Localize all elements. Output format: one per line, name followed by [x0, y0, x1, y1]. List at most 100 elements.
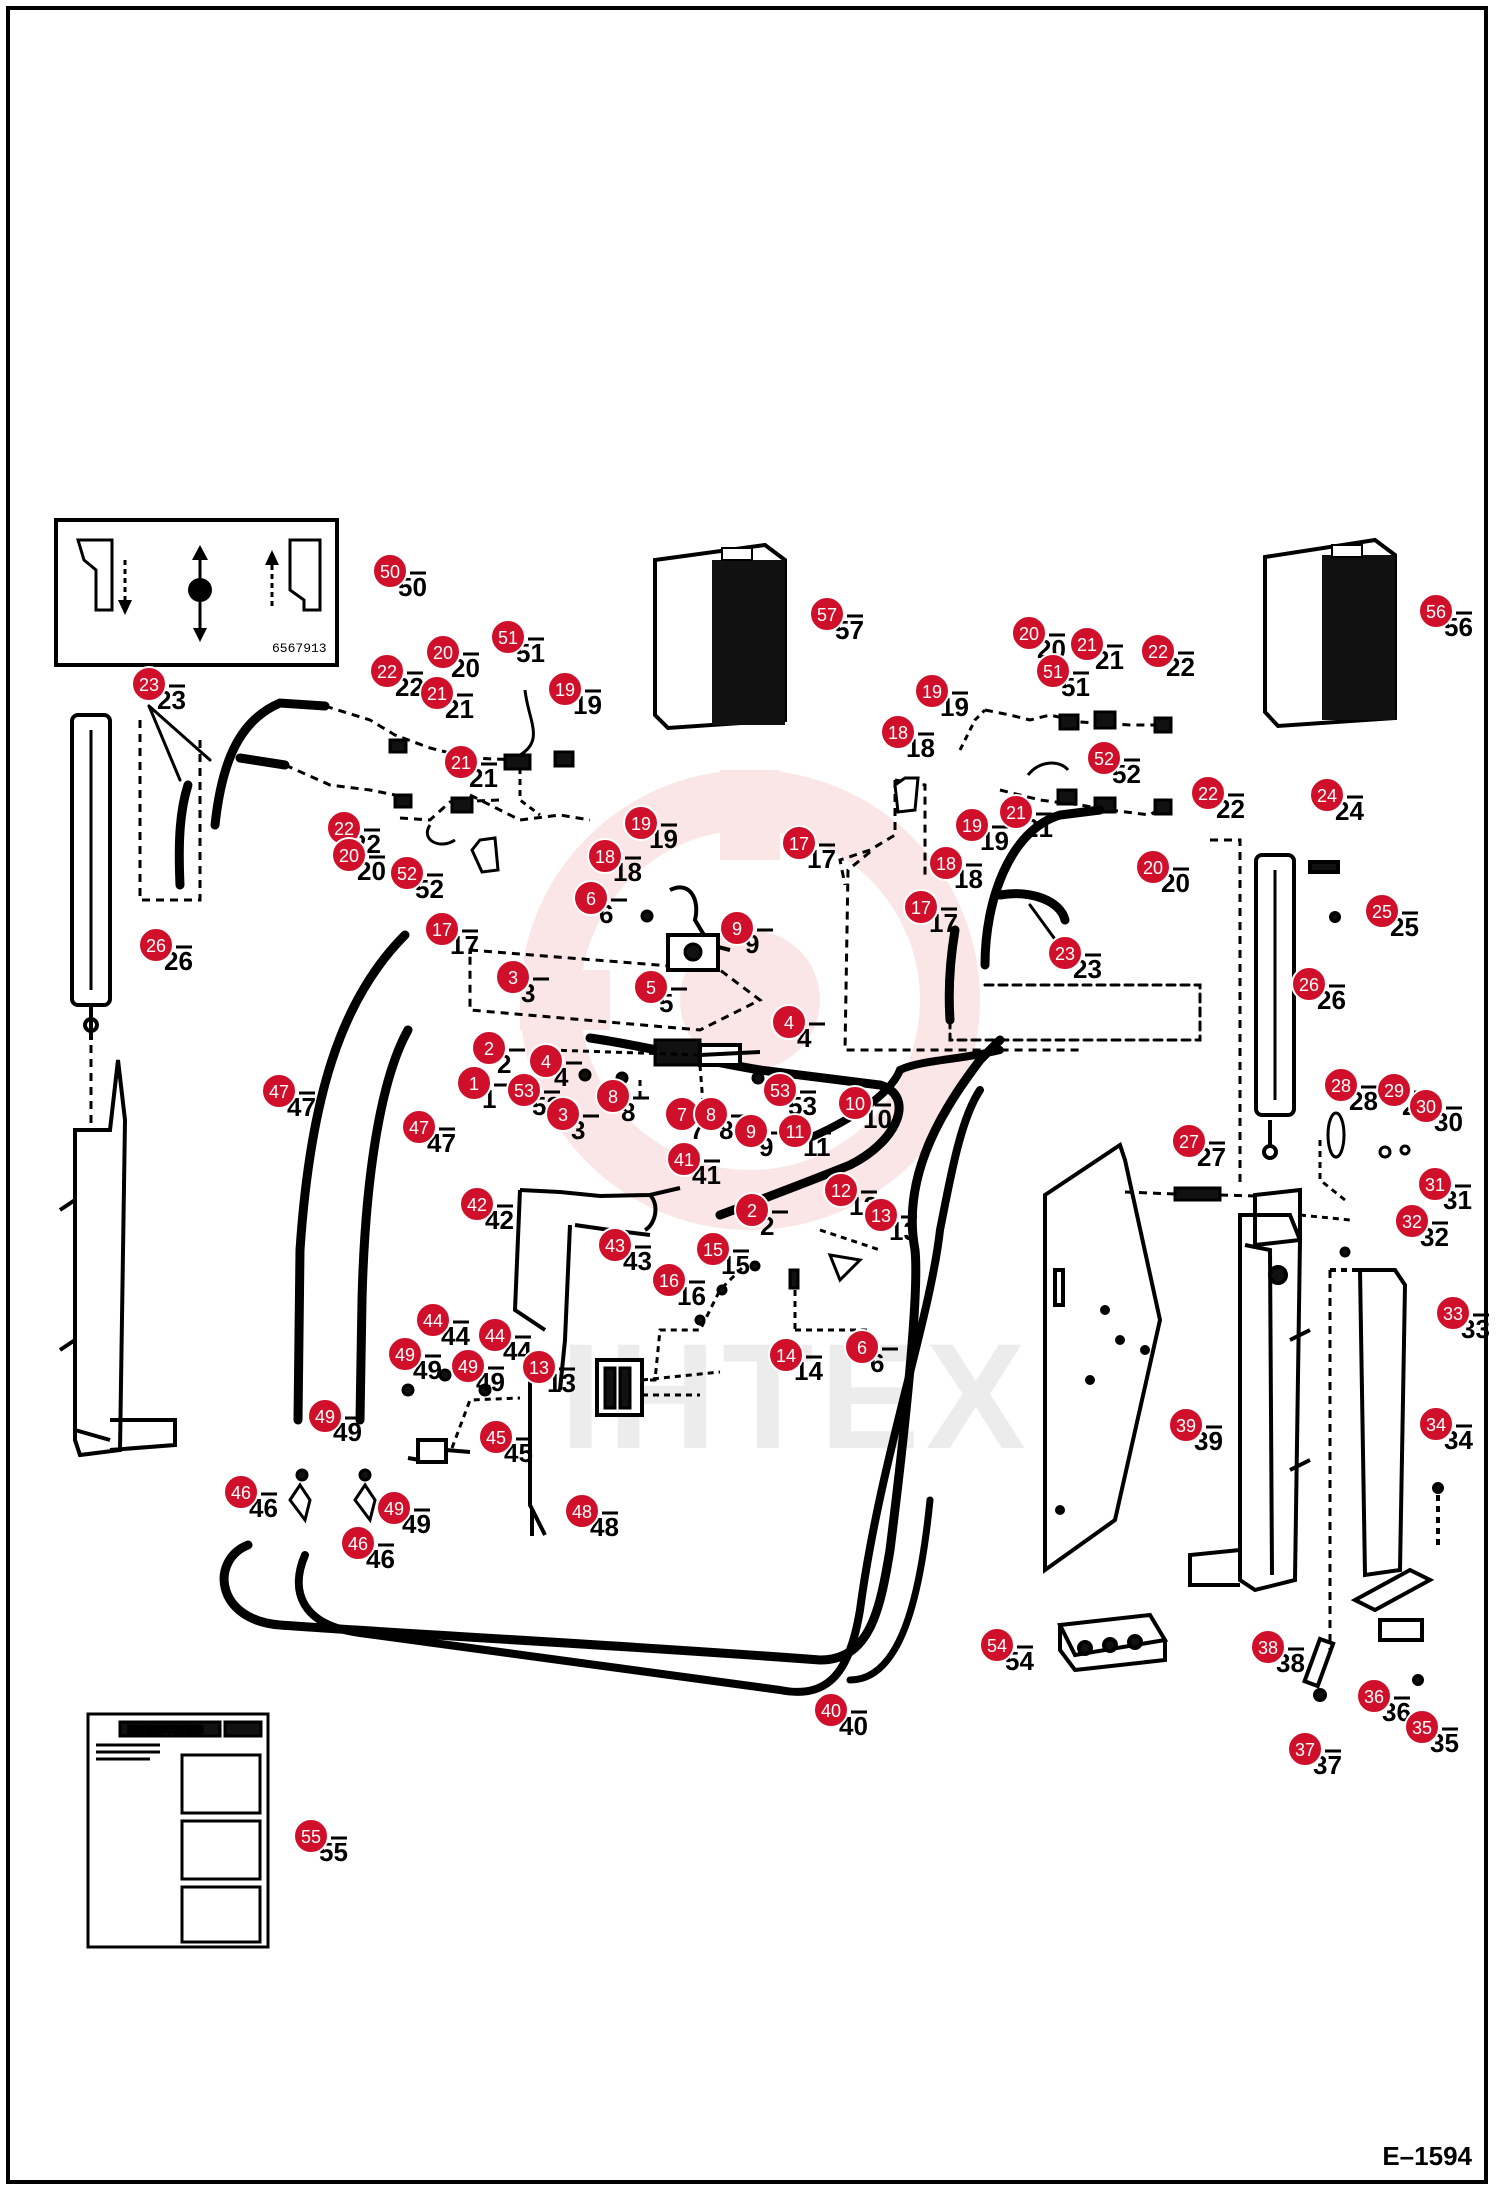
callout-number: 11 [786, 1122, 805, 1142]
right-upper-fittings [838, 708, 1173, 1052]
callout-number: 57 [817, 605, 837, 625]
callout-circle [138, 927, 174, 963]
callout-circle [1435, 1295, 1471, 1331]
callout-number: 52 [1094, 749, 1114, 769]
callout-circle [1171, 1123, 1207, 1159]
callout-number: 13 [871, 1206, 891, 1226]
callout-circle [528, 1043, 564, 1079]
callout-circle [666, 1141, 702, 1177]
callout-circle [587, 838, 623, 874]
callout-number: 19 [922, 682, 942, 702]
callout-number: 55 [301, 1827, 321, 1847]
callout-circle [1418, 1406, 1454, 1442]
callout-number: 22 [1148, 642, 1168, 662]
callout-number: 30 [1416, 1097, 1436, 1117]
callout-circle [401, 1109, 437, 1145]
callout-circle [443, 744, 479, 780]
callout-circle [545, 1096, 581, 1132]
callout-number: 24 [1317, 786, 1337, 806]
callout-number: 6 [857, 1338, 867, 1358]
callout-number: 2 [747, 1201, 757, 1221]
callout-circle [880, 714, 916, 750]
instructions-sheet-55: INSTRUCTIONS [86, 1712, 270, 1949]
callout-circle [1140, 633, 1176, 669]
callout-number: 3 [558, 1105, 568, 1125]
callout-number: 8 [706, 1105, 716, 1125]
callout-number: 48 [572, 1502, 592, 1522]
callout-number: 49 [395, 1345, 415, 1365]
callout-number: 17 [911, 898, 931, 918]
callout-number: 21 [1006, 803, 1026, 823]
instructions-sheet-title: INSTRUCTIONS [128, 1725, 203, 1736]
callout-circle [1418, 593, 1454, 629]
callout-number: 18 [595, 847, 615, 867]
callout-circle [863, 1197, 899, 1233]
callout-circle [1376, 1072, 1412, 1108]
callout-circle [564, 1493, 600, 1529]
callout-number: 46 [348, 1534, 368, 1554]
callout-number: 22 [334, 819, 354, 839]
manual-box-56 [1263, 537, 1397, 729]
callout-number: 9 [746, 1122, 756, 1142]
callout-circle [471, 1030, 507, 1066]
long-hoses [219, 930, 1005, 1696]
callout-number: 21 [427, 684, 447, 704]
callout-circle [1047, 935, 1083, 971]
callout-circle [1168, 1407, 1204, 1443]
callout-number: 21 [451, 753, 471, 773]
decal-part-code: 6567913 [272, 641, 327, 656]
callout-number: 25 [1372, 902, 1392, 922]
callout-circle [1408, 1088, 1444, 1124]
callout-number: 37 [1295, 1740, 1315, 1760]
callout-number: 49 [384, 1499, 404, 1519]
callout-number: 20 [339, 846, 359, 866]
callout-number: 47 [269, 1082, 289, 1102]
callout-3: 33 [495, 959, 549, 1008]
right-linkage-pins [1124, 1111, 1411, 1258]
callout-circle [1250, 1629, 1286, 1665]
callout-circle [1364, 893, 1400, 929]
callout-number: 16 [659, 1271, 679, 1291]
callout-circle [1135, 849, 1171, 885]
callout-number: 10 [845, 1094, 865, 1114]
callout-8: 88 [595, 1078, 649, 1127]
callout-number: 50 [380, 562, 400, 582]
callout-circle [340, 1525, 376, 1561]
callout-number: 4 [541, 1052, 551, 1072]
callout-circle [450, 1348, 486, 1384]
callout-1: 11 [456, 1065, 510, 1114]
callout-number: 15 [703, 1240, 723, 1260]
callout-circle [734, 1192, 770, 1228]
